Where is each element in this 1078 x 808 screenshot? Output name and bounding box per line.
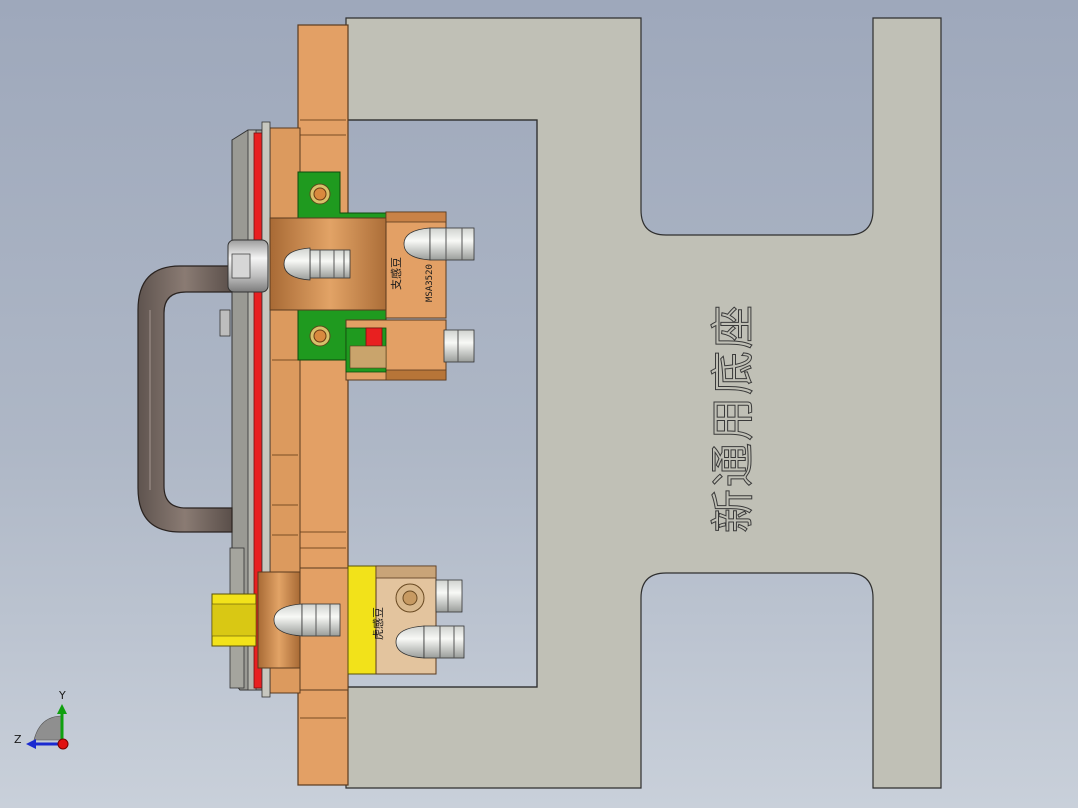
handle-grip: [137, 265, 233, 533]
valve-port-inner: [402, 590, 418, 606]
air-fitting-body[interactable]: [283, 247, 351, 281]
brass-screw-lower-inner: [313, 329, 327, 343]
fitting-tube: [309, 249, 351, 279]
top-shaft-fastener[interactable]: [219, 239, 269, 337]
bottom-valve-module[interactable]: 虎感豆: [211, 565, 465, 691]
piston-rod: [349, 345, 387, 369]
cylinder-lower-base: [385, 369, 447, 381]
y-axis-label: Y: [58, 689, 66, 702]
x-axis-origin: [57, 738, 69, 750]
z-axis-arrowhead: [26, 739, 36, 749]
handle[interactable]: [137, 265, 233, 533]
air-fitting-valve-lower[interactable]: [443, 329, 475, 363]
base-plate-label: 新通用底座: [708, 303, 759, 533]
fitting-tube: [443, 329, 475, 363]
shaft-nut-face: [231, 253, 251, 279]
bottom-valve-label: 虎感豆: [372, 607, 385, 640]
triad-arc: [33, 715, 63, 741]
fitting-dome: [273, 603, 303, 637]
fitting-tube: [301, 603, 341, 637]
fitting-dome: [395, 625, 425, 659]
air-fitting-bottom-lower[interactable]: [395, 625, 465, 659]
y-axis-arrowhead: [57, 704, 67, 714]
top-valve-module[interactable]: 支感豆 MSA3520: [269, 171, 475, 381]
fitting-tube: [429, 227, 475, 261]
fitting-dome: [403, 227, 431, 261]
base-plate[interactable]: 新通用底座: [345, 17, 942, 789]
air-fitting-bottom-shaft[interactable]: [273, 603, 341, 637]
small-bolt-head: [219, 309, 231, 337]
z-axis-label: Z: [14, 733, 22, 746]
fitting-tube: [435, 579, 463, 613]
fitting-dome: [283, 247, 311, 281]
coordinate-triad: Y Z: [14, 689, 69, 750]
valve-block-code: MSA3520: [425, 264, 435, 302]
brass-screw-upper-inner: [313, 187, 327, 201]
yellow-guide-block: [347, 565, 377, 675]
fitting-tube: [423, 625, 465, 659]
yellow-clamp-face: [211, 603, 257, 637]
red-piston-indicator: [365, 327, 383, 347]
valve-block-label: 支感豆: [390, 257, 403, 290]
air-fitting-bottom-upper[interactable]: [435, 579, 463, 613]
air-fitting-valve-upper[interactable]: [403, 227, 475, 261]
valve-block-top-cap: [385, 211, 447, 223]
bottom-valve-top-cap: [375, 565, 437, 579]
mount-plate-rim: [261, 121, 271, 698]
